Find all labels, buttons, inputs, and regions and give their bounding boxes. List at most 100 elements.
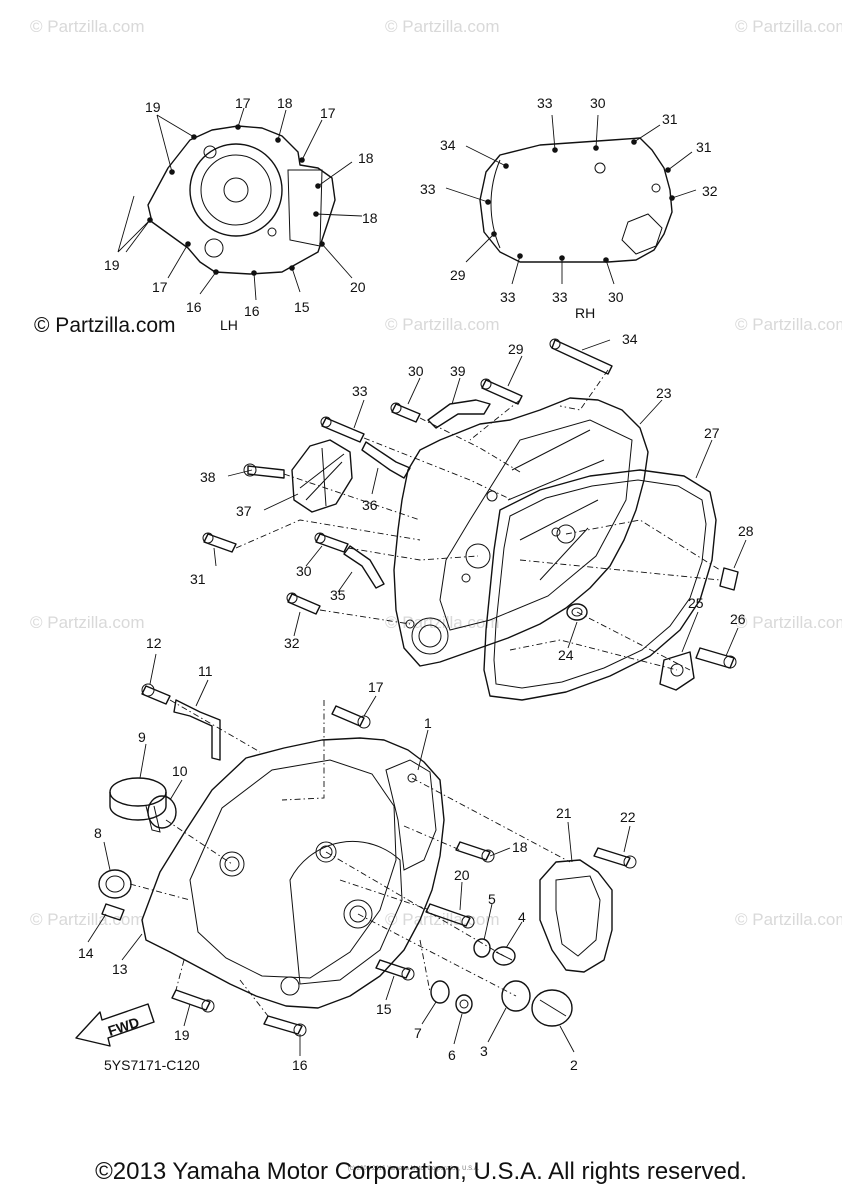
bottom-leader-lines xyxy=(87,653,631,1056)
rh-side-label: RH xyxy=(575,305,595,321)
plug-2 xyxy=(531,989,573,1027)
callout: 5 xyxy=(488,891,496,907)
middle-leader-lines xyxy=(213,339,747,657)
bushing-7 xyxy=(430,980,450,1004)
callout: 4 xyxy=(518,909,526,925)
rh-bolt-points xyxy=(485,139,675,263)
callout: 27 xyxy=(704,425,720,441)
copyright-notice: ©2013 Yamaha Motor Corporation, U.S.A. A… xyxy=(95,1158,747,1185)
callout: 39 xyxy=(450,363,466,379)
callout: 3 xyxy=(480,1043,488,1059)
callout: 8 xyxy=(94,825,102,841)
rh-cover-view xyxy=(479,137,673,263)
partzilla-brand-mark: © Partzilla.com xyxy=(34,314,176,337)
callout: 10 xyxy=(172,763,188,779)
callout: 15 xyxy=(376,1001,392,1017)
rh-callouts: 33 30 31 34 31 33 32 29 33 33 30 xyxy=(420,95,718,305)
callout: 20 xyxy=(454,867,470,883)
callout: 34 xyxy=(622,331,638,347)
callout: 33 xyxy=(500,289,516,305)
dowel-14 xyxy=(101,903,125,921)
seal-25 xyxy=(659,651,695,691)
callout: 18 xyxy=(362,210,378,226)
callout: 25 xyxy=(688,595,704,611)
watermark: © Partzilla.com xyxy=(385,17,500,36)
callout: 30 xyxy=(296,563,312,579)
callout: 14 xyxy=(78,945,94,961)
callout: 17 xyxy=(368,679,384,695)
middle-bolts xyxy=(202,338,739,669)
callout: 33 xyxy=(352,383,368,399)
fine-print: (c) 2006-2016 Yamaha Motor Corporation, … xyxy=(348,1166,480,1172)
callout: 6 xyxy=(448,1047,456,1063)
sight-glass-8 xyxy=(98,869,132,899)
middle-callouts: 34 29 30 39 33 23 27 38 36 37 28 31 30 3… xyxy=(190,331,754,663)
callout: 11 xyxy=(198,663,213,679)
callout: 16 xyxy=(186,299,202,315)
middle-dash-lines xyxy=(235,369,721,671)
forward-arrow-icon: FWD xyxy=(75,1003,155,1047)
callout: 19 xyxy=(174,1027,190,1043)
callout: 20 xyxy=(350,279,366,295)
bottom-callouts: 12 11 17 1 9 10 21 22 8 18 20 5 4 14 13 … xyxy=(78,635,636,1073)
bottom-dash-lines xyxy=(129,699,571,1017)
bracket-11 xyxy=(173,699,221,761)
callout: 19 xyxy=(104,257,120,273)
callout: 31 xyxy=(190,571,206,587)
callout: 38 xyxy=(200,469,216,485)
callout: 15 xyxy=(294,299,310,315)
callout: 35 xyxy=(330,587,346,603)
inspection-plug-24 xyxy=(566,603,588,621)
diagram-code: 5YS7171-C120 xyxy=(104,1057,200,1073)
callout: 23 xyxy=(656,385,672,401)
watermark: © Partzilla.com xyxy=(735,910,842,929)
lh-callouts: 19 17 18 17 18 18 19 17 16 16 15 20 xyxy=(104,95,378,319)
lh-crankcase-cover xyxy=(141,737,445,1009)
oring-5 xyxy=(473,938,491,958)
callout: 18 xyxy=(277,95,293,111)
callout: 2 xyxy=(570,1057,578,1073)
callout: 37 xyxy=(236,503,252,519)
callout: 19 xyxy=(145,99,161,115)
callout: 9 xyxy=(138,729,146,745)
callout: 33 xyxy=(552,289,568,305)
callout: 28 xyxy=(738,523,754,539)
watermark: © Partzilla.com xyxy=(385,910,500,929)
callout: 26 xyxy=(730,611,746,627)
callout: 29 xyxy=(508,341,524,357)
callout: 33 xyxy=(537,95,553,111)
watermark: © Partzilla.com xyxy=(735,315,842,334)
callout: 16 xyxy=(244,303,260,319)
clutch-cover-plate xyxy=(291,439,353,513)
callout: 12 xyxy=(146,635,162,651)
callout: 21 xyxy=(556,805,572,821)
callout: 17 xyxy=(152,279,168,295)
callout: 30 xyxy=(408,363,424,379)
watermark: © Partzilla.com xyxy=(30,910,145,929)
callout: 1 xyxy=(424,715,432,731)
cover-21 xyxy=(539,859,613,973)
lh-bolt-points xyxy=(147,124,325,276)
callout: 18 xyxy=(512,839,528,855)
callout: 33 xyxy=(420,181,436,197)
brackets xyxy=(343,399,491,589)
watermark: © Partzilla.com xyxy=(30,613,145,632)
callout: 22 xyxy=(620,809,636,825)
callout: 34 xyxy=(440,137,456,153)
callout: 31 xyxy=(696,139,712,155)
rh-crankcase-cover xyxy=(393,397,649,667)
lh-side-label: LH xyxy=(220,317,238,333)
watermark: © Partzilla.com xyxy=(385,315,500,334)
watermark: © Partzilla.com xyxy=(30,17,145,36)
callout: 31 xyxy=(662,111,678,127)
fwd-label: FWD xyxy=(106,1014,141,1039)
callout: 16 xyxy=(292,1057,308,1073)
callout: 36 xyxy=(362,497,378,513)
watermark: © Partzilla.com xyxy=(735,613,842,632)
callout: 24 xyxy=(558,647,574,663)
callout: 7 xyxy=(414,1025,422,1041)
watermark: © Partzilla.com xyxy=(735,17,842,36)
callout: 29 xyxy=(450,267,466,283)
